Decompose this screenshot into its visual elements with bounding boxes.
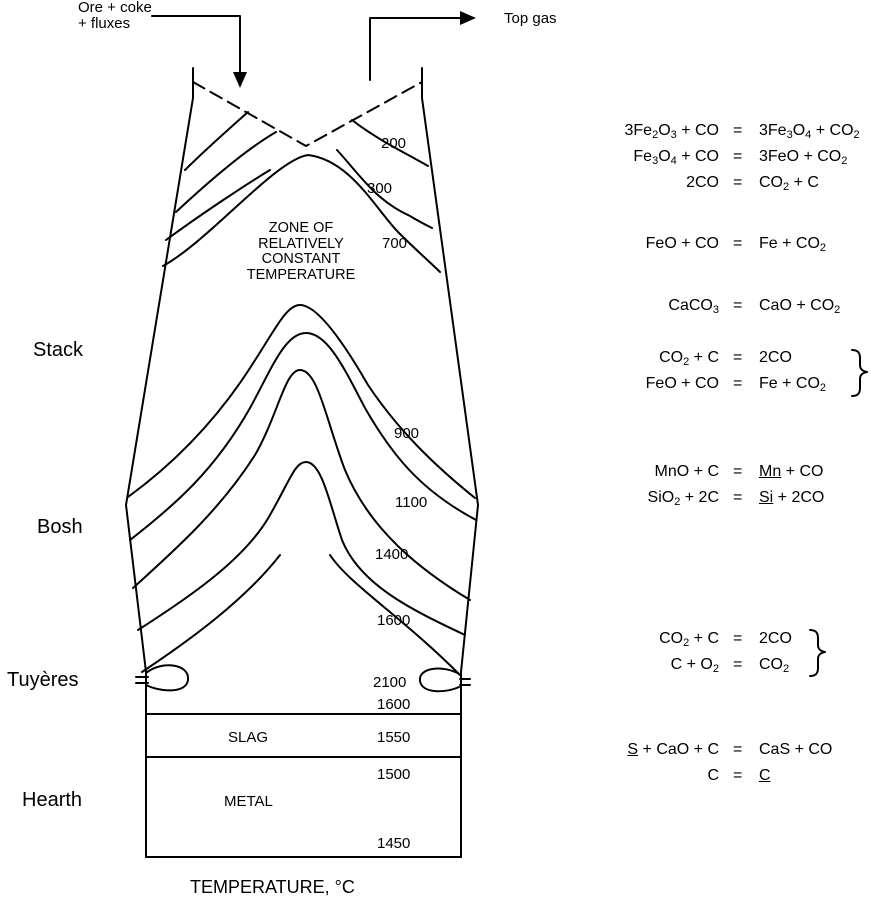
reaction-4-equals: = — [733, 235, 743, 252]
feed-line-1: Ore + coke — [78, 0, 152, 16]
reaction-1-equals: = — [733, 122, 743, 139]
isotherm-label-900: 900 — [394, 425, 420, 442]
brace-2 — [809, 629, 826, 677]
isotherm-label-300: 300 — [367, 180, 393, 197]
bosh-wall-left — [125, 504, 147, 673]
reaction-12-rhs: CaS + CO — [759, 741, 833, 758]
isotherm-label-1100: 1100 — [395, 494, 428, 511]
reaction-1-rhs: 3Fe3O4 + CO2 — [759, 122, 860, 141]
isotherm-1100 — [129, 332, 477, 541]
reaction-9-lhs: SiO2 + 2C — [647, 489, 719, 508]
reaction-8-rhs: Mn + CO — [759, 463, 824, 480]
region-hearth: Hearth — [22, 789, 83, 811]
feed-label: Ore + coke + fluxes — [78, 0, 152, 32]
reaction-1-lhs: 3Fe2O3 + CO — [624, 122, 719, 141]
isotherm-700-dome — [162, 154, 441, 273]
tuyere-right-flame — [418, 667, 460, 693]
zone-line-1: ZONE OF — [268, 220, 334, 236]
feed-line-2: + fluxes — [78, 15, 131, 32]
reaction-9-rhs: Si + 2CO — [759, 489, 825, 506]
reaction-2-rhs: 3FeO + CO2 — [759, 148, 848, 167]
isotherm-label-1400: 1400 — [375, 546, 409, 563]
reaction-4-rhs: Fe + CO2 — [759, 235, 827, 254]
region-stack: Stack — [33, 339, 84, 361]
isotherm-200-left — [184, 111, 249, 171]
reaction-5-rhs: CaO + CO2 — [759, 297, 841, 316]
reaction-11-rhs: CO2 — [759, 656, 790, 675]
reaction-10-lhs: CO2 + C — [659, 630, 719, 649]
reaction-11-equals: = — [733, 656, 743, 673]
reaction-7-lhs: FeO + CO — [645, 375, 719, 392]
burden-surface — [192, 81, 423, 147]
region-tuyeres: Tuyères — [7, 669, 79, 691]
reaction-13-rhs: C — [759, 767, 771, 784]
reaction-6-lhs: CO2 + C — [659, 349, 719, 368]
reaction-9-equals: = — [733, 489, 743, 506]
brace-1 — [851, 349, 868, 397]
reaction-11-lhs: C + O2 — [670, 656, 719, 675]
reaction-8-lhs: MnO + C — [654, 463, 719, 480]
reaction-12-equals: = — [733, 741, 743, 758]
reaction-5-lhs: CaCO3 — [668, 297, 719, 316]
feed-arrow — [151, 15, 241, 83]
reaction-3-rhs: CO2 + C — [759, 174, 819, 193]
isotherm-300-right — [336, 149, 433, 229]
stack-wall-left — [125, 97, 194, 506]
bosh-wall-right — [460, 504, 479, 673]
isotherm-label-2100: 2100 — [373, 674, 407, 691]
reaction-13-equals: = — [733, 767, 743, 784]
reaction-7-rhs: Fe + CO2 — [759, 375, 827, 394]
top-gas-arrow — [369, 17, 463, 81]
slag-label: SLAG — [228, 729, 269, 746]
isotherm-1400 — [132, 369, 471, 601]
isotherm-900 — [127, 304, 476, 499]
isotherm-label-1500: 1500 — [377, 766, 411, 783]
isotherm-300-left — [175, 131, 277, 213]
reaction-8-equals: = — [733, 463, 743, 480]
isotherm-label-200: 200 — [381, 135, 407, 152]
isotherm-label-1600: 1600 — [377, 612, 411, 629]
reaction-3-equals: = — [733, 174, 743, 191]
isotherm-label-700: 700 — [382, 235, 408, 252]
isotherm-label-1550: 1550 — [377, 729, 411, 746]
top-gas-arrowhead — [460, 11, 476, 25]
reaction-4-lhs: FeO + CO — [645, 235, 719, 252]
reaction-13-lhs: C — [707, 767, 719, 784]
zone-line-4: TEMPERATURE — [246, 266, 356, 283]
tuyere-left-flame — [145, 664, 190, 692]
zone-line-2: RELATIVELY — [258, 235, 344, 252]
reaction-6-rhs: 2CO — [759, 349, 792, 366]
zone-line-3: CONSTANT — [261, 251, 341, 267]
metal-label: METAL — [224, 793, 273, 810]
reaction-2-lhs: Fe3O4 + CO — [633, 148, 719, 167]
reaction-12-lhs: S + CaO + C — [627, 741, 719, 758]
zone-label: ZONE OF RELATIVELY CONSTANT TEMPERATURE — [196, 220, 406, 283]
reaction-10-rhs: 2CO — [759, 630, 792, 647]
isotherm-1600 — [137, 461, 466, 636]
isotherm-label-1450: 1450 — [377, 835, 411, 852]
reaction-10-equals: = — [733, 630, 743, 647]
isotherm-2100-left — [141, 554, 281, 673]
reaction-7-equals: = — [733, 375, 743, 392]
stack-wall-right — [421, 97, 479, 506]
reaction-5-equals: = — [733, 297, 743, 314]
isotherm-700-left — [165, 169, 271, 241]
temperature-axis-label: TEMPERATURE, °C — [190, 877, 355, 897]
reaction-2-equals: = — [733, 148, 743, 165]
feed-arrowhead — [233, 72, 247, 88]
isotherm-200-right — [351, 119, 429, 167]
reaction-6-equals: = — [733, 349, 743, 366]
top-gas-label: Top gas — [504, 10, 557, 27]
reaction-3-lhs: 2CO — [686, 174, 719, 191]
isotherm-2100-right — [329, 554, 461, 676]
region-bosh: Bosh — [37, 516, 83, 538]
isotherm-label-1600-tap: 1600 — [377, 696, 411, 713]
